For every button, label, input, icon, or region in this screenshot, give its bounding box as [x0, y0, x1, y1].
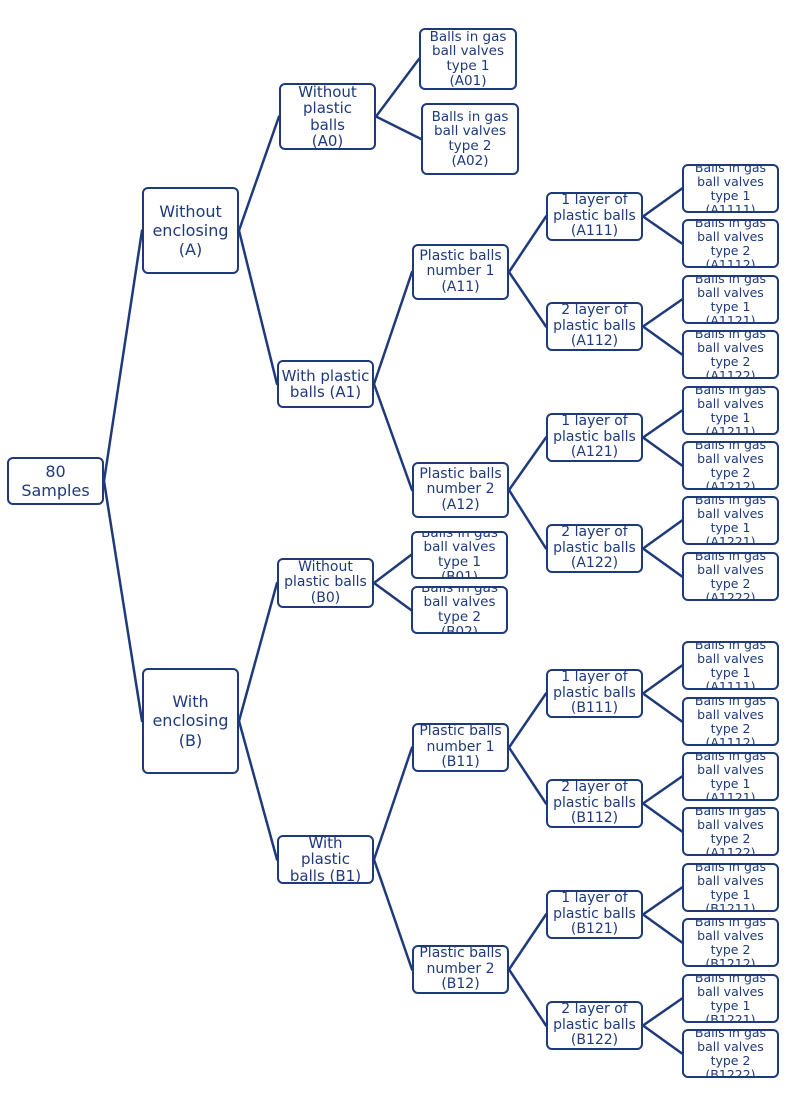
leaf-A1211: Balls in gas ball valves type 1 (A1211): [682, 386, 779, 435]
leaf-B02: Balls in gas ball valves type 2 (B02): [411, 586, 508, 634]
leaf-B1221: Balls in gas ball valves type 1 (B1221): [682, 974, 779, 1023]
connector-A1-A12: [372, 382, 414, 492]
connector-B112-B1121: [641, 775, 684, 805]
node-B12-plastic-balls-number-2: Plastic balls number 2 (B12): [412, 945, 509, 994]
node-with-enclosing: With enclosing (B): [142, 668, 239, 774]
connector-B0-B01: [372, 553, 413, 585]
node-B1-with-plastic-balls: With plastic balls (B1): [277, 835, 374, 884]
leaf-A1111: Balls in gas ball valves type 1 (A1111): [682, 164, 779, 213]
leaf-B1112: Balls in gas ball valves type 2 (A1112): [682, 697, 779, 746]
leaf-A02: Balls in gas ball valves type 2 (A02): [421, 103, 519, 175]
connector-B11-B112: [507, 746, 548, 805]
connector-B1-B12: [372, 858, 414, 971]
connector-A121-A1212: [641, 436, 684, 467]
connector-A-A0: [237, 115, 281, 232]
connector-B121-B1212: [641, 913, 684, 944]
leaf-A01: Balls in gas ball valves type 1 (A01): [419, 28, 517, 90]
node-B121-1-layer: 1 layer of plastic balls (B121): [546, 890, 643, 939]
node-A112-2-layer: 2 layer of plastic balls (A112): [546, 302, 643, 351]
connector-A1-A11: [372, 270, 414, 386]
connector-A112-A1122: [641, 325, 684, 356]
leaf-A1121: Balls in gas ball valves type 1 (A1121): [682, 275, 779, 324]
connector-A122-A1222: [641, 547, 684, 578]
connector-A12-A121: [507, 436, 548, 492]
connector-B-B1: [237, 719, 279, 861]
connector-B12-B122: [507, 968, 548, 1027]
connector-A-A1: [237, 229, 279, 386]
connector-A112-A1121: [641, 298, 684, 328]
leaf-B1211: Balls in gas ball valves type 1 (B1211): [682, 863, 779, 912]
node-B111-1-layer: 1 layer of plastic balls (B111): [546, 669, 643, 718]
node-A1-with-plastic-balls: With plastic balls (A1): [277, 360, 374, 408]
node-A11-plastic-balls-number-1: Plastic balls number 1 (A11): [412, 244, 509, 300]
node-B112-2-layer: 2 layer of plastic balls (B112): [546, 779, 643, 828]
connector-B11-B111: [507, 692, 548, 749]
node-A121-1-layer: 1 layer of plastic balls (A121): [546, 413, 643, 462]
connector-B-B0: [237, 581, 279, 723]
node-B122-2-layer: 2 layer of plastic balls (B122): [546, 1001, 643, 1050]
connector-B0-B02: [372, 581, 413, 612]
node-B11-plastic-balls-number-1: Plastic balls number 1 (B11): [412, 723, 509, 772]
leaf-A1212: Balls in gas ball valves type 2 (A1212): [682, 441, 779, 490]
connector-A12-A122: [507, 488, 548, 550]
leaf-B1222: Balls in gas ball valves type 2 (B1222): [682, 1029, 779, 1078]
connector-A0-A01: [374, 57, 421, 118]
connector-A0-A02: [374, 115, 423, 141]
node-A111-1-layer: 1 layer of plastic balls (A111): [546, 192, 643, 241]
connector-B112-B1122: [641, 802, 684, 833]
leaf-A1221: Balls in gas ball valves type 1 (A1221): [682, 496, 779, 545]
node-root-samples: 80 Samples: [7, 457, 104, 505]
connector-B121-B1211: [641, 886, 684, 916]
connector-B111-B1112: [641, 692, 684, 723]
leaf-B1121: Balls in gas ball valves type 1 (A1121): [682, 752, 779, 801]
connector-A11-A112: [507, 270, 548, 328]
connector-root-B: [102, 479, 144, 723]
node-without-enclosing: Without enclosing (A): [142, 187, 239, 274]
leaf-A1112: Balls in gas ball valves type 2 (A1112): [682, 219, 779, 268]
connector-B12-B121: [507, 913, 548, 971]
connector-A111-A1111: [641, 187, 684, 218]
leaf-B1111: Balls in gas ball valves type 1 (A1111): [682, 641, 779, 690]
node-A12-plastic-balls-number-2: Plastic balls number 2 (A12): [412, 462, 509, 518]
connector-root-A: [102, 229, 144, 483]
connector-B122-B1222: [641, 1024, 684, 1055]
connector-A11-A111: [507, 215, 548, 274]
node-A0-without-plastic-balls: Without plastic balls (A0): [279, 83, 376, 150]
connector-B122-B1221: [641, 997, 684, 1027]
connector-A111-A1112: [641, 215, 684, 245]
connector-A121-A1211: [641, 409, 684, 439]
leaf-B1212: Balls in gas ball valves type 2 (B1212): [682, 918, 779, 967]
connector-B1-B11: [372, 746, 414, 861]
leaf-A1222: Balls in gas ball valves type 2 (A1222): [682, 552, 779, 601]
leaf-A1122: Balls in gas ball valves type 2 (A1122): [682, 330, 779, 379]
leaf-B1122: Balls in gas ball valves type 2 (A1122): [682, 807, 779, 856]
node-A122-2-layer: 2 layer of plastic balls (A122): [546, 524, 643, 573]
leaf-B01: Balls in gas ball valves type 1 (B01): [411, 531, 508, 579]
connector-A122-A1221: [641, 519, 684, 550]
connector-B111-B1111: [641, 664, 684, 695]
node-B0-without-plastic-balls: Without plastic balls (B0): [277, 558, 374, 608]
